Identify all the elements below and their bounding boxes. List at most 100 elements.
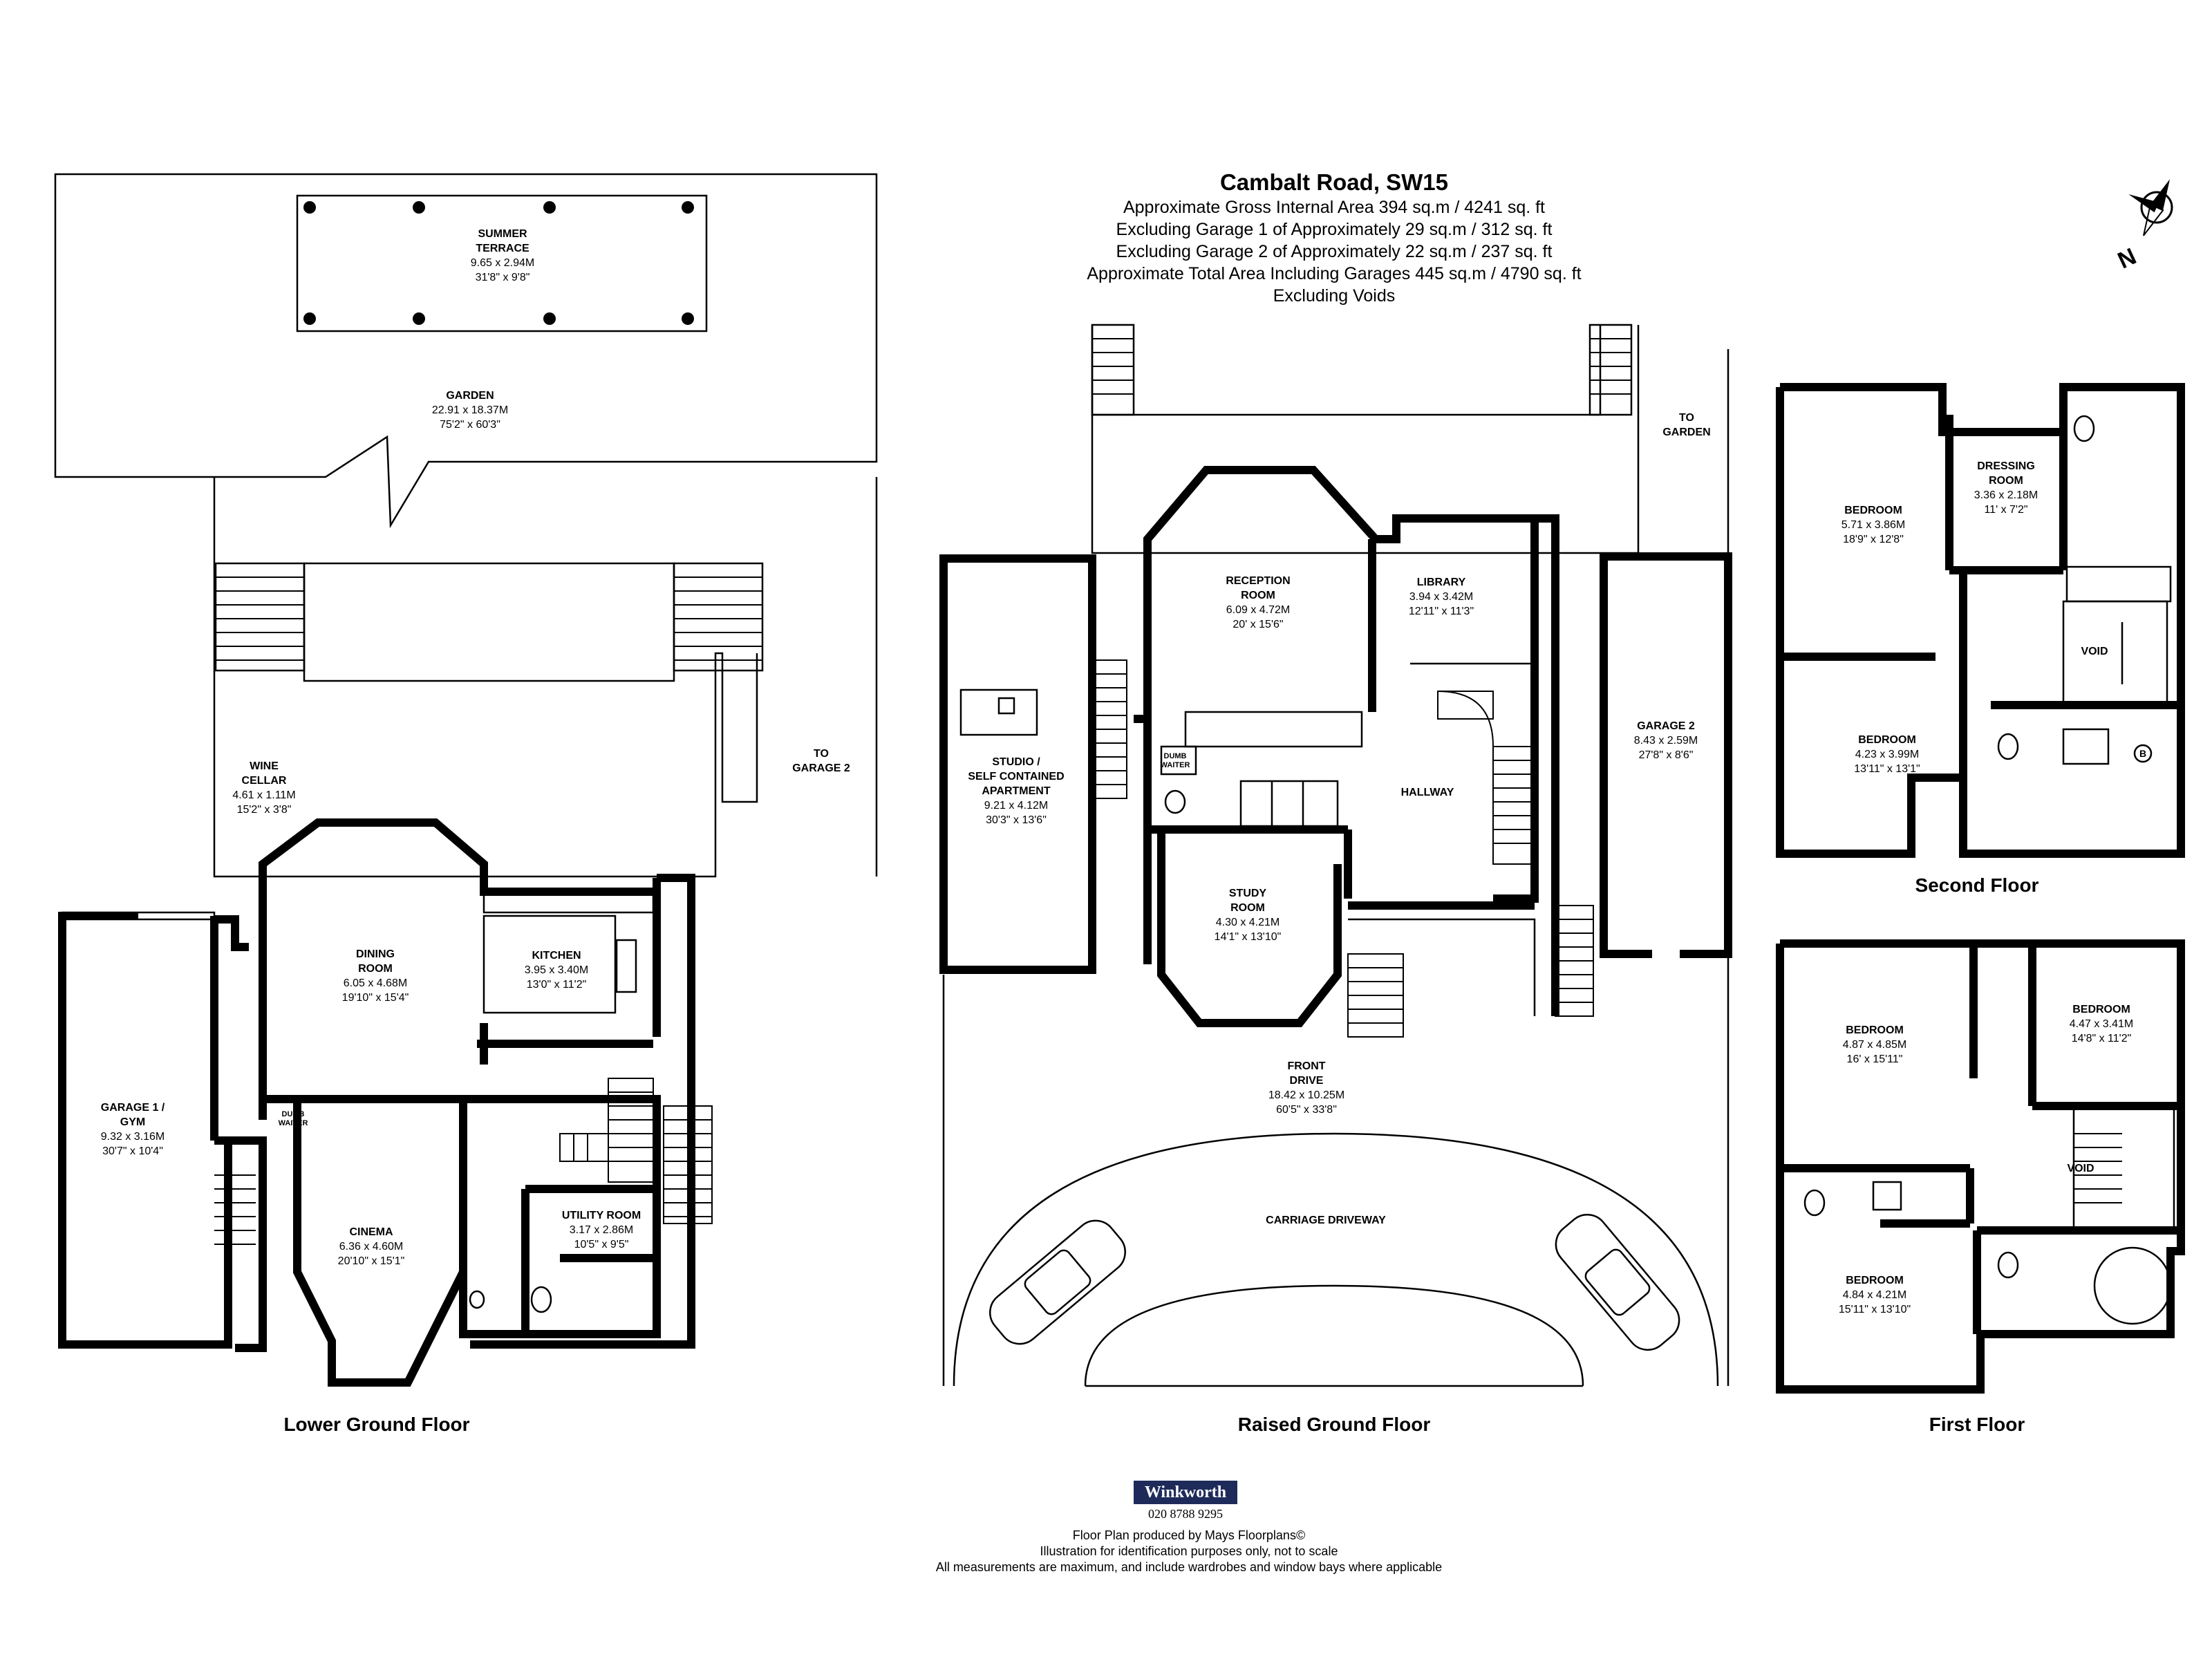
room-metric: 4.61 x 1.11M bbox=[232, 789, 296, 801]
room-label-cinema: CINEMA 6.36 x 4.60M 20'10" x 15'1" bbox=[338, 1225, 405, 1268]
room-label-garage1: GARAGE 1 / GYM 9.32 x 3.16M 30'7" x 10'4… bbox=[101, 1100, 165, 1159]
room-name: CELLAR bbox=[241, 775, 287, 787]
room-name: ROOM bbox=[1989, 475, 2023, 487]
room-imperial: 27'8" x 8'6" bbox=[1638, 749, 1694, 761]
room-metric: 3.17 x 2.86M bbox=[569, 1224, 634, 1236]
room-label-bedroom: BEDROOM 4.87 x 4.85M 16' x 15'11" bbox=[1843, 1023, 1907, 1067]
room-label-summer-terrace: SUMMER TERRACE 9.65 x 2.94M 31'8" x 9'8" bbox=[471, 227, 535, 285]
footer-line: All measurements are maximum, and includ… bbox=[935, 1560, 1443, 1574]
room-label-kitchen: KITCHEN 3.95 x 3.40M 13'0" x 11'2" bbox=[525, 948, 589, 992]
room-name: UTILITY ROOM bbox=[561, 1210, 641, 1221]
room-name: GARAGE 1 / bbox=[100, 1102, 165, 1114]
room-metric: 4.47 x 3.41M bbox=[2069, 1018, 2134, 1030]
room-metric: 9.65 x 2.94M bbox=[470, 257, 535, 269]
garden-outline bbox=[54, 173, 878, 878]
lower-ground-floor-walls bbox=[58, 818, 713, 1387]
room-name: BEDROOM bbox=[1846, 1024, 1904, 1036]
label-to-garage2: TO GARAGE 2 bbox=[792, 747, 850, 776]
room-imperial: 75'2" x 60'3" bbox=[440, 419, 500, 431]
room-metric: 3.94 x 3.42M bbox=[1409, 591, 1474, 603]
room-imperial: 13'11" x 13'1" bbox=[1854, 763, 1920, 775]
label-dumb-waiter: DUMB WAITER bbox=[1161, 752, 1190, 770]
floor-label-raised-ground: Raised Ground Floor bbox=[1237, 1414, 1431, 1435]
room-imperial: 15'2" x 3'8" bbox=[236, 804, 292, 816]
property-title: Cambalt Road, SW15 bbox=[1219, 169, 1449, 195]
room-imperial: 19'10" x 15'4" bbox=[341, 992, 409, 1004]
room-name: ROOM bbox=[358, 963, 393, 975]
raised-ground-floor-walls bbox=[939, 324, 1732, 1387]
room-name: SELF CONTAINED bbox=[968, 771, 1065, 782]
area-line: Excluding Garage 2 of Approximately 22 s… bbox=[1116, 242, 1553, 261]
area-line: Approximate Gross Internal Area 394 sq.m… bbox=[1123, 198, 1546, 217]
floor-label-second: Second Floor bbox=[1915, 874, 2039, 896]
label-void: VOID bbox=[2067, 1161, 2094, 1176]
label-text: GARDEN bbox=[1662, 427, 1711, 438]
room-imperial: 14'8" x 11'2" bbox=[2071, 1033, 2132, 1044]
room-metric: 4.84 x 4.21M bbox=[1842, 1289, 1907, 1301]
room-label-bedroom: BEDROOM 5.71 x 3.86M 18'9" x 12'8" bbox=[1841, 503, 1906, 547]
room-imperial: 31'8" x 9'8" bbox=[475, 272, 530, 283]
room-name: APARTMENT bbox=[982, 785, 1051, 797]
room-name: BEDROOM bbox=[2072, 1004, 2130, 1015]
room-metric: 8.43 x 2.59M bbox=[1633, 735, 1698, 747]
area-line: Approximate Total Area Including Garages… bbox=[1087, 264, 1582, 283]
room-label-garden: GARDEN 22.91 x 18.37M 75'2" x 60'3" bbox=[432, 388, 508, 432]
room-imperial: 20'10" x 15'1" bbox=[337, 1255, 405, 1267]
room-name: ROOM bbox=[1241, 590, 1275, 601]
room-name: TERRACE bbox=[476, 243, 529, 254]
room-metric: 9.32 x 3.16M bbox=[100, 1131, 165, 1143]
room-imperial: 30'7" x 10'4" bbox=[102, 1145, 163, 1157]
room-label-study: STUDY ROOM 4.30 x 4.21M 14'1" x 13'10" bbox=[1215, 886, 1282, 944]
room-imperial: 11' x 7'2" bbox=[1984, 504, 2028, 516]
room-metric: 9.21 x 4.12M bbox=[984, 800, 1049, 812]
label-dumb-waiter: DUMB WAITER bbox=[279, 1110, 308, 1128]
compass-icon bbox=[2128, 179, 2173, 236]
room-metric: 4.87 x 4.85M bbox=[1842, 1039, 1907, 1051]
label-to-garden: TO GARDEN bbox=[1662, 411, 1710, 440]
label-text: B bbox=[2139, 748, 2147, 759]
room-name: BEDROOM bbox=[1846, 1275, 1904, 1286]
room-name: WINE bbox=[250, 760, 279, 772]
room-imperial: 20' x 15'6" bbox=[1232, 619, 1284, 630]
garden-steps bbox=[214, 562, 764, 682]
room-label-dining-room: DINING ROOM 6.05 x 4.68M 19'10" x 15'4" bbox=[342, 947, 409, 1005]
label-text: DUMB bbox=[1163, 752, 1187, 760]
room-name: STUDIO / bbox=[992, 756, 1040, 768]
label-text: GARAGE 2 bbox=[792, 762, 850, 774]
brand-logo: Winkworth bbox=[1134, 1481, 1237, 1504]
room-label-bedroom: BEDROOM 4.47 x 3.41M 14'8" x 11'2" bbox=[2070, 1002, 2134, 1046]
room-name: SUMMER bbox=[478, 228, 527, 240]
room-label-wine-cellar: WINE CELLAR 4.61 x 1.11M 15'2" x 3'8" bbox=[232, 759, 295, 817]
area-line: Excluding Voids bbox=[1273, 286, 1396, 306]
room-imperial: 60'5" x 33'8" bbox=[1276, 1104, 1337, 1116]
floor-label-lower-ground: Lower Ground Floor bbox=[283, 1414, 470, 1435]
area-line: Excluding Garage 1 of Approximately 29 s… bbox=[1116, 220, 1553, 239]
room-imperial: 30'3" x 13'6" bbox=[986, 814, 1047, 826]
car-left bbox=[989, 1219, 1126, 1345]
label-text: DUMB bbox=[281, 1110, 305, 1118]
footer-line: Illustration for identification purposes… bbox=[1040, 1544, 1338, 1558]
second-floor-walls bbox=[1776, 383, 2185, 858]
first-floor-walls bbox=[1776, 939, 2185, 1394]
room-label-bedroom: BEDROOM 4.23 x 3.99M 13'11" x 13'1" bbox=[1854, 733, 1920, 776]
label-text: VOID bbox=[2067, 1163, 2094, 1174]
room-name: RECEPTION bbox=[1226, 575, 1291, 587]
footer-disclaimer: Floor Plan produced by Mays Floorplans© … bbox=[843, 1528, 1535, 1575]
room-name: KITCHEN bbox=[532, 950, 581, 962]
room-label-library: LIBRARY 3.94 x 3.42M 12'11" x 11'3" bbox=[1409, 575, 1474, 619]
room-metric: 6.36 x 4.60M bbox=[339, 1241, 404, 1253]
room-label-garage2: GARAGE 2 8.43 x 2.59M 27'8" x 8'6" bbox=[1634, 719, 1698, 762]
brand-phone: 020 8788 9295 bbox=[1148, 1507, 1223, 1521]
terrace-post bbox=[303, 201, 694, 325]
room-imperial: 12'11" x 11'3" bbox=[1408, 606, 1474, 617]
summer-terrace-outline bbox=[296, 194, 708, 332]
room-name: GARAGE 2 bbox=[1637, 720, 1695, 732]
room-label-reception: RECEPTION ROOM 6.09 x 4.72M 20' x 15'6" bbox=[1226, 574, 1290, 632]
label-text: VOID bbox=[2081, 646, 2108, 657]
room-metric: 4.23 x 3.99M bbox=[1855, 749, 1920, 760]
label-text: WAITER bbox=[1160, 761, 1190, 769]
room-label-utility: UTILITY ROOM 3.17 x 2.86M 10'5" x 9'5" bbox=[562, 1208, 641, 1252]
label-text: TO bbox=[814, 748, 829, 760]
room-imperial: 18'9" x 12'8" bbox=[1843, 534, 1904, 545]
room-name: LIBRARY bbox=[1416, 577, 1466, 588]
